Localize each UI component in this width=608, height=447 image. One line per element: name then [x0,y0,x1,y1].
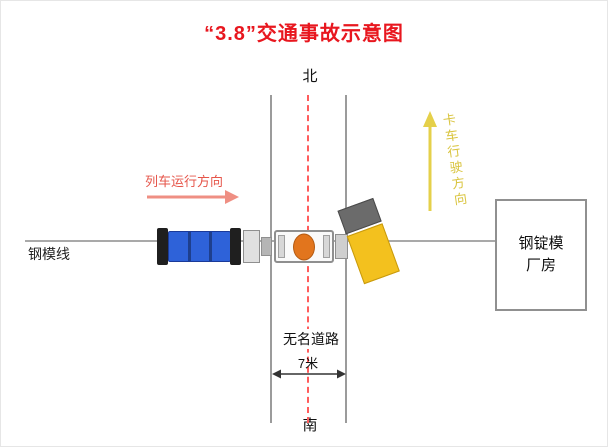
train-locomotive [168,231,231,262]
road-width-dimension-arrow-icon [272,367,346,379]
diagram-title: “3.8”交通事故示意图 [204,23,404,45]
train-direction-arrow-icon [147,190,239,204]
factory-label: 钢锭模 厂房 [518,234,564,275]
train-stripe [188,232,191,261]
truck-direction-label: 卡车行驶方向 [440,111,469,210]
north-label: 北 [302,68,318,85]
train-coupler [335,234,348,259]
wagon-cargo-oval [293,233,315,260]
road-name-label: 无名道路 [281,329,341,349]
road-left-edge-line [270,95,272,423]
train-coupler [261,237,272,256]
road-right-edge-line [345,95,347,423]
truck-direction-arrow-icon [421,111,439,213]
south-label: 南 [302,417,318,434]
train-direction-label: 列车运行方向 [145,174,224,189]
train-coupler [243,230,260,263]
train-end-cap-right [230,228,241,265]
rail-wagon [274,230,334,263]
rail-line-label: 钢模线 [28,246,70,262]
train-stripe [209,232,212,261]
road-width-label: 7米 [297,356,319,371]
wagon-end-plate [278,235,285,258]
truck-body [346,223,400,285]
train-end-cap-left [157,228,168,265]
wagon-end-plate [323,235,330,258]
factory-building: 钢锭模 厂房 [495,199,587,311]
